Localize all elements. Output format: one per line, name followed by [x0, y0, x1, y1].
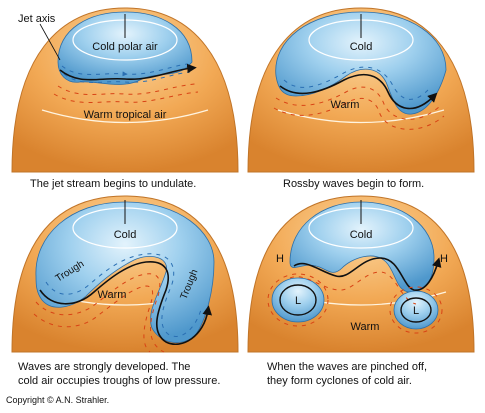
high-pressure-label-right: H	[440, 253, 448, 265]
jet-stream-red	[289, 271, 417, 305]
caption-line: cold air occupies troughs of low pressur…	[18, 375, 221, 387]
caption-line: they form cyclones of cold air.	[267, 375, 412, 387]
jet-stream-red-2	[53, 91, 199, 103]
caption-line: Waves are strongly developed. The	[18, 361, 191, 373]
panel-1: Jet axis Cold polar air Warm tropical ai…	[11, 7, 239, 173]
jet-stream-blue	[283, 66, 429, 100]
panel-2: Cold Warm	[247, 7, 475, 173]
jet-stream-blue-1	[61, 63, 189, 77]
caption-line: The jet stream begins to undulate.	[30, 178, 197, 190]
jet-stream-red-1	[35, 273, 165, 353]
panel-1-caption: The jet stream begins to undulate.	[30, 177, 196, 191]
low-pressure-label-right: L	[413, 305, 419, 317]
panel-4: Cold Warm H H L L	[247, 195, 475, 353]
jet-axis-label: Jet axis	[18, 13, 56, 25]
warm-air-label: Warm	[351, 321, 380, 333]
cyclone-right	[393, 290, 439, 330]
copyright-notice: Copyright © A.N. Strahler.	[6, 395, 110, 405]
cold-air-label: Cold	[114, 229, 137, 241]
warm-air-label: Warm	[98, 289, 127, 301]
jet-stream-red-1	[57, 83, 196, 95]
jet-stream-axis	[279, 73, 438, 110]
cyclone-ring-right	[400, 297, 432, 323]
jet-stream-red-2	[273, 98, 445, 130]
panel-3-caption: Waves are strongly developed. The cold a…	[18, 360, 220, 388]
latitude-line	[41, 109, 209, 124]
warm-air-label: Warm tropical air	[84, 109, 167, 121]
cold-air-label: Cold polar air	[92, 41, 158, 53]
jet-stream-blue-2	[63, 71, 191, 83]
jet-stream-red-2	[33, 285, 154, 353]
cold-air-label: Cold	[350, 41, 373, 53]
caption-line: When the waves are pinched off,	[267, 361, 428, 373]
cold-air-mass	[275, 11, 447, 115]
cyclone-ring-left	[279, 284, 317, 316]
cyclone-ring-left-outer	[267, 273, 329, 327]
panel-2-caption: Rossby waves begin to form.	[283, 177, 424, 191]
jet-stream-axis	[59, 63, 197, 81]
jet-stream-axis	[293, 257, 442, 291]
jet-stream-blue	[45, 253, 203, 337]
low-pressure-label-left: L	[295, 295, 301, 307]
latitude-line	[277, 109, 445, 124]
high-pressure-label-left: H	[276, 253, 284, 265]
panel-3: Cold Warm Trough Trough	[11, 195, 239, 353]
caption-line: Rossby waves begin to form.	[283, 178, 425, 190]
cyclone-ring-right-outer	[389, 286, 443, 334]
panel-4-caption: When the waves are pinched off, they for…	[267, 360, 427, 388]
cold-air-mass	[35, 201, 215, 343]
cold-air-label: Cold	[350, 229, 373, 241]
jet-axis-pointer	[39, 23, 61, 61]
warm-air-label: Warm	[331, 99, 360, 111]
jet-stream-axis	[39, 261, 213, 345]
